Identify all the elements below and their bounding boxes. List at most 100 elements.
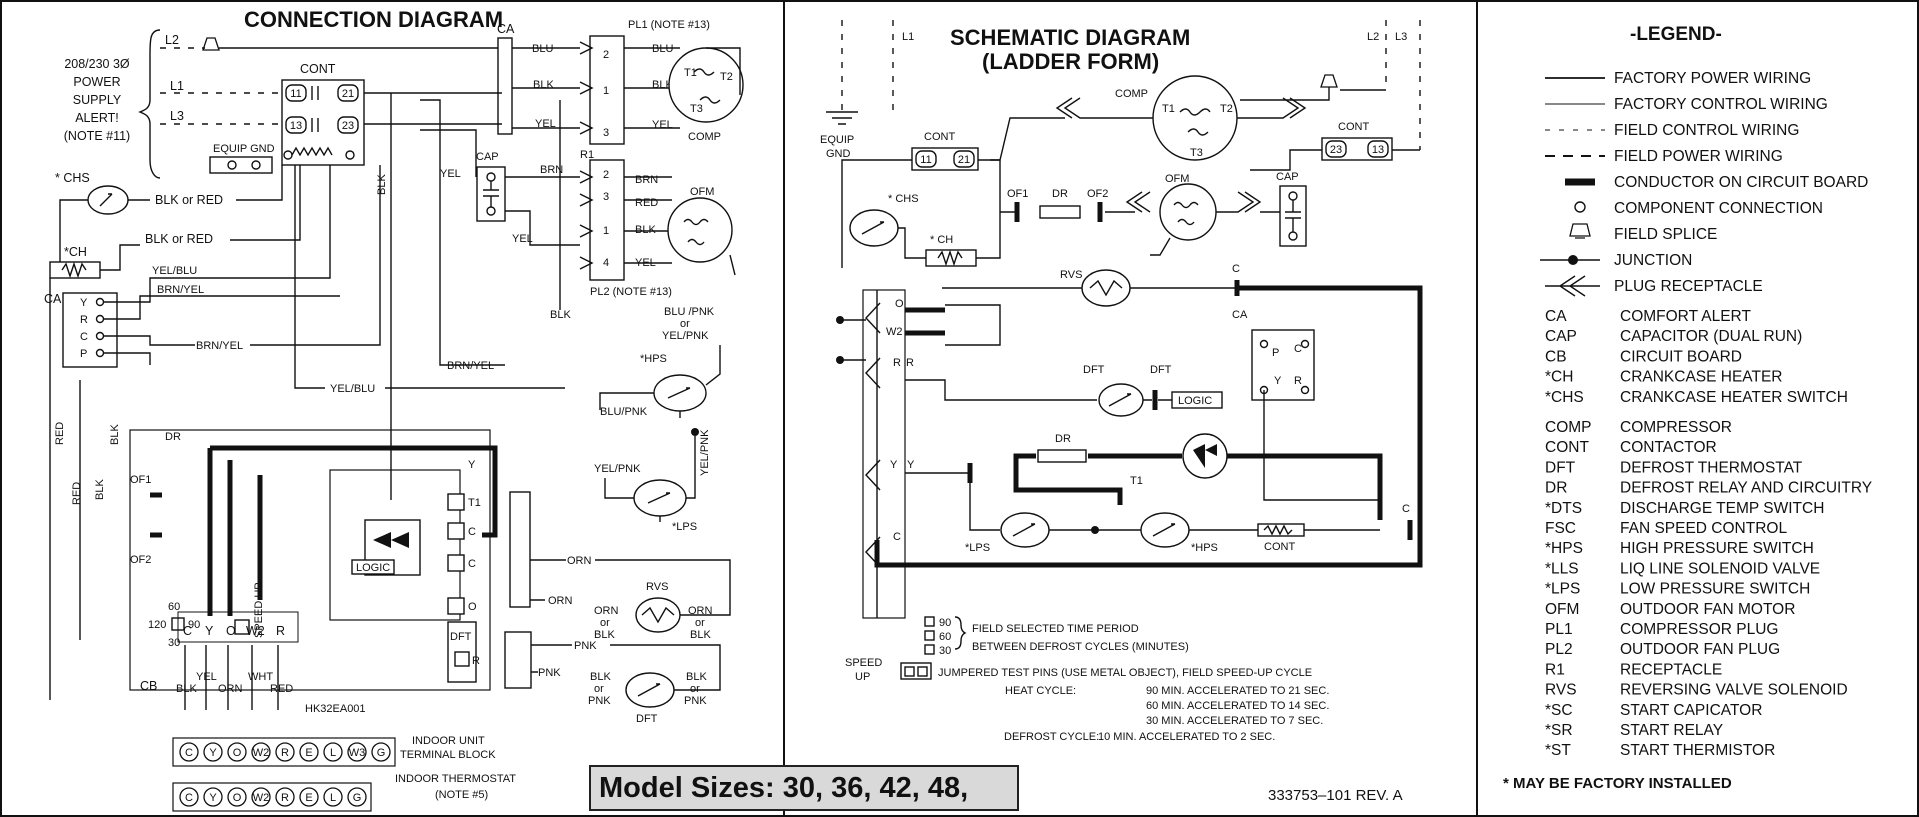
junction-dot	[691, 428, 699, 436]
legend-abbrev-desc: LIQ LINE SOLENOID VALVE	[1620, 560, 1820, 577]
label-yel3: YEL	[635, 257, 656, 269]
terminal-e: E	[305, 747, 312, 759]
sch-label-dft2: DFT	[1150, 364, 1172, 376]
sch-label-l1: L1	[902, 31, 914, 43]
label-orn3: ORN	[594, 605, 619, 617]
label-yel-pnk-vertical: YEL/PNK	[699, 429, 711, 476]
label-or4: or	[594, 683, 604, 695]
label-pnk4: PNK	[684, 695, 707, 707]
sch-label-y2: Y	[907, 459, 915, 471]
sch-cont-coil-wires	[1263, 390, 1380, 531]
sch-label-dr2: DR	[1055, 433, 1071, 445]
sch-cont-t23: 23	[1330, 144, 1342, 156]
legend-abbrev-desc: COMPRESSOR PLUG	[1620, 621, 1778, 638]
sch-label-chs: * CHS	[888, 193, 919, 205]
of-contacts	[150, 492, 162, 538]
legend-abbrev-desc: RECEPTACLE	[1620, 661, 1722, 678]
label-of1: OF1	[130, 474, 151, 486]
label-blk-mid: BLK	[550, 309, 571, 321]
comp-ground-wire	[706, 47, 741, 95]
note-heat-1: 90 MIN. ACCELERATED TO 21 SEC.	[1146, 685, 1329, 697]
sch-compressor-windings	[1179, 108, 1211, 136]
pl1-pin-2: 2	[603, 49, 609, 61]
legend-abbrev-code: *DTS	[1545, 500, 1582, 517]
sch-label-cap: CAP	[1276, 171, 1299, 183]
sch-label-dr: DR	[1052, 188, 1068, 200]
label-yel-pnk: YEL/PNK	[662, 330, 709, 342]
sch-label-gnd: GND	[826, 148, 851, 160]
label-or: or	[680, 318, 690, 330]
note-up: UP	[855, 671, 870, 683]
ca-terminal-y: Y	[80, 297, 88, 309]
label-yel-pnk2: YEL/PNK	[594, 463, 641, 475]
chs-switch-icon	[99, 193, 113, 207]
board-terminal-w2: W2	[246, 624, 265, 638]
legend-abbrev-code: COMP	[1545, 419, 1592, 436]
label-c2-board: C	[468, 558, 476, 570]
ca-terminal-p: P	[80, 348, 87, 360]
label-dft: DFT	[636, 713, 658, 725]
label-red-v2: RED	[71, 482, 83, 505]
label-blk2: BLK	[652, 79, 673, 91]
sch-label-c2: C	[893, 531, 901, 543]
note-jumpered: JUMPERED TEST PINS (USE METAL OBJECT), F…	[938, 667, 1312, 679]
comp-t2: T2	[720, 71, 733, 83]
wire-ch-cont	[230, 165, 301, 241]
comfort-alert-sensor	[497, 37, 513, 135]
note-between: BETWEEN DEFROST CYCLES (MINUTES)	[972, 641, 1189, 653]
schematic-diagram: SCHEMATIC DIAGRAM (LADDER FORM) L1 EQUIP…	[820, 20, 1423, 804]
legend-line-type: FACTORY CONTROL WIRING	[1614, 96, 1828, 113]
legend-line-type: PLUG RECEPTACLE	[1614, 278, 1763, 295]
label-l2: L2	[165, 33, 179, 47]
legend-abbrev-code: PL2	[1545, 641, 1573, 658]
terminal-e-circle	[299, 787, 319, 807]
legend-abbrev-desc: HIGH PRESSURE SWITCH	[1620, 540, 1814, 557]
terminal-r: R	[281, 747, 289, 759]
sch-label-cont-bottom: CONT	[1264, 541, 1295, 553]
legend-abbrev-desc: OUTDOOR FAN PLUG	[1620, 641, 1780, 658]
rvs-coil-icon	[641, 606, 675, 624]
label-blk-or-red-1: BLK or RED	[155, 193, 223, 207]
wire-ch	[100, 244, 140, 271]
label-red3: RED	[270, 683, 293, 695]
cont-coil-icon	[291, 146, 333, 157]
ofm-ground	[729, 254, 736, 276]
cont-terminal-21	[337, 84, 359, 102]
comp-to-l2-plug	[1237, 97, 1307, 119]
sch-ofm-wires	[1150, 191, 1285, 256]
sch-label-rvs: RVS	[1060, 269, 1082, 281]
crankcase-heater-switch	[87, 185, 129, 215]
label-brn-yel-1: BRN/YEL	[157, 284, 204, 296]
label-blu: BLU	[532, 43, 553, 55]
label-red-v1: RED	[54, 422, 66, 445]
label-brn2: BRN	[635, 174, 658, 186]
schematic-title: SCHEMATIC DIAGRAM	[950, 25, 1190, 50]
label-r-box: R	[472, 655, 480, 667]
label-blk7: BLK	[686, 671, 707, 683]
label-orn5: ORN	[218, 683, 243, 695]
dft-wire-loop	[610, 644, 721, 691]
board-terminal-r: R	[276, 624, 285, 638]
label-logic: LOGIC	[356, 562, 390, 574]
legend-abbrev-desc: DEFROST THERMOSTAT	[1620, 459, 1803, 476]
note-brace	[954, 616, 967, 650]
legend-line-type: FIELD POWER WIRING	[1614, 148, 1783, 165]
legend-abbrev-code: *HPS	[1545, 540, 1583, 557]
label-cap: CAP	[476, 151, 499, 163]
note-heat-cycle: HEAT CYCLE:	[1005, 685, 1076, 697]
wire-yel-blu-2	[294, 165, 565, 389]
legend-abbrev-desc: START CAPICATOR	[1620, 702, 1762, 719]
label-indoor-unit: INDOOR UNIT	[412, 735, 485, 747]
terminal-l: L	[330, 747, 336, 759]
model-sizes-banner: Model Sizes: 30, 36, 42, 48,	[589, 765, 1019, 811]
label-brn: BRN	[540, 164, 563, 176]
label-r1: R1	[580, 149, 594, 161]
pl2-pin-1: 1	[603, 225, 609, 237]
legend-abbrev-code: *CHS	[1545, 389, 1584, 406]
label-brn-yel-2: BRN/YEL	[196, 340, 243, 352]
label-cont: CONT	[300, 62, 336, 76]
cap-wires	[420, 129, 580, 178]
sch-triac-icon	[1193, 444, 1217, 468]
